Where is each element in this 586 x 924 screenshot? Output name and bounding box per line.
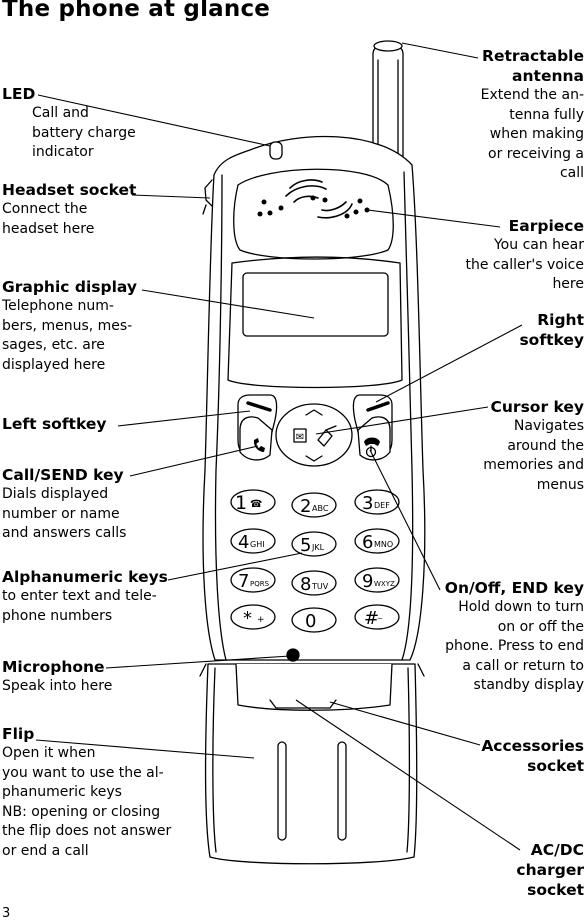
display-text: Telephone num- bers, menus, mes- sages, … <box>2 298 133 373</box>
acdc-charger-socket <box>269 699 337 709</box>
voicemail-icon: ✉ <box>293 428 307 443</box>
earpiece <box>233 168 394 260</box>
power-handset-icon <box>364 437 380 458</box>
svg-text:DEF: DEF <box>374 501 390 510</box>
key-4[interactable] <box>230 528 276 554</box>
svg-text:4: 4 <box>238 532 249 553</box>
headset-socket <box>204 179 213 207</box>
onoff-heading: On/Off, END key <box>444 579 584 597</box>
callout-cursor-key: Cursor key Navigates around the memories… <box>454 397 584 495</box>
svg-text:JKL: JKL <box>311 543 325 552</box>
keypad-labels: 1 ☎ 2 ABC 3 DEF 4 GHI 5 JKL 6 MNO 7 PQRS… <box>235 492 395 632</box>
flip[interactable] <box>204 663 418 865</box>
key-5[interactable] <box>291 531 337 557</box>
svg-text:+: + <box>257 615 265 625</box>
svg-text:2: 2 <box>300 496 311 517</box>
cursor-heading: Cursor key <box>490 398 584 416</box>
key-star[interactable] <box>230 604 276 630</box>
svg-text:☎: ☎ <box>250 499 262 510</box>
key-1[interactable] <box>230 489 276 515</box>
display-heading: Graphic display <box>2 278 137 296</box>
svg-text:TUV: TUV <box>311 582 329 591</box>
callout-graphic-display: Graphic display Telephone num- bers, men… <box>2 277 152 375</box>
callout-left-softkey: Left softkey <box>2 414 132 434</box>
svg-text:9: 9 <box>362 571 373 592</box>
svg-text:3: 3 <box>362 493 373 514</box>
microphone <box>286 648 300 662</box>
key-hash[interactable] <box>354 604 400 630</box>
call-send-text: Dials displayed number or name and answe… <box>2 486 127 541</box>
page-title: The phone at glance <box>2 0 271 22</box>
headset-heading: Headset socket <box>2 181 137 199</box>
svg-text:✉: ✉ <box>296 432 304 443</box>
onoff-text: Hold down to turn on or off the phone. P… <box>445 599 584 693</box>
svg-text:ABC: ABC <box>312 504 329 513</box>
callout-alphanumeric: Alphanumeric keys to enter text and tele… <box>2 567 177 626</box>
headset-text: Connect the headset here <box>2 201 95 237</box>
led-text: Call and battery charge indicator <box>2 104 142 163</box>
svg-text:0: 0 <box>305 611 316 632</box>
key-6[interactable] <box>354 528 400 554</box>
svg-text:⌣: ⌣ <box>377 614 383 624</box>
led-text-line: Call and battery charge indicator <box>32 105 136 160</box>
accessories-socket <box>235 663 393 711</box>
key-0[interactable] <box>291 607 337 633</box>
antenna-heading: Retractable antenna <box>482 47 584 85</box>
graphic-display <box>242 272 389 337</box>
microphone-heading: Microphone <box>2 658 105 676</box>
svg-text:7: 7 <box>238 571 249 592</box>
flip-text: Open it when you want to use the al- pha… <box>2 745 172 859</box>
svg-text:WXYZ: WXYZ <box>374 580 395 588</box>
leader-lines <box>35 42 523 851</box>
led-heading: LED <box>2 85 36 103</box>
svg-text:1: 1 <box>235 492 247 514</box>
accessories-heading: Accessories socket <box>481 737 584 775</box>
svg-text:6: 6 <box>362 532 373 553</box>
antenna-text: Extend the an- tenna fully when making o… <box>480 87 584 181</box>
callout-acdc: AC/DC charger socket <box>484 840 584 900</box>
flip-heading: Flip <box>2 725 35 743</box>
microphone-text: Speak into here <box>2 678 113 694</box>
svg-text:GHI: GHI <box>250 540 265 549</box>
page-number: 3 <box>2 906 11 921</box>
keypad <box>230 489 400 633</box>
cursor-key[interactable] <box>275 403 353 467</box>
callout-on-off-end: On/Off, END key Hold down to turn on or … <box>434 578 584 696</box>
svg-text:#: # <box>364 608 379 629</box>
callout-led: LED Call and battery charge indicator <box>2 84 142 163</box>
svg-text:5: 5 <box>300 535 311 556</box>
callout-antenna: Retractable antenna Extend the an- tenna… <box>444 46 584 184</box>
phone-handset-icon <box>253 438 265 452</box>
svg-text:PQRS: PQRS <box>250 580 270 588</box>
svg-text:*: * <box>243 608 252 629</box>
acdc-heading: AC/DC charger socket <box>516 841 584 899</box>
right-softkey-heading: Right softkey <box>519 311 584 349</box>
callout-accessories: Accessories socket <box>464 736 584 776</box>
alphanumeric-heading: Alphanumeric keys <box>2 568 168 586</box>
callout-call-send: Call/SEND key Dials displayed number or … <box>2 465 142 544</box>
call-send-heading: Call/SEND key <box>2 466 124 484</box>
cursor-text: Navigates around the memories and menus <box>483 418 584 493</box>
earpiece-text: You can hear the caller's voice here <box>465 237 585 292</box>
led <box>269 141 283 160</box>
key-3[interactable] <box>354 489 400 515</box>
svg-text:MNO: MNO <box>374 540 393 549</box>
callout-headset-socket: Headset socket Connect the headset here <box>2 180 142 239</box>
callout-microphone: Microphone Speak into here <box>2 657 132 697</box>
earpiece-heading: Earpiece <box>508 217 584 235</box>
key-9[interactable] <box>354 567 400 593</box>
callout-earpiece: Earpiece You can hear the caller's voice… <box>444 216 585 295</box>
key-8[interactable] <box>291 570 337 596</box>
alphanumeric-text: to enter text and tele- phone numbers <box>2 588 157 624</box>
callout-flip: Flip Open it when you want to use the al… <box>2 724 182 861</box>
svg-text:8: 8 <box>300 574 311 595</box>
key-2[interactable] <box>291 492 337 518</box>
left-softkey-heading: Left softkey <box>2 415 107 433</box>
key-7[interactable] <box>230 567 276 593</box>
callout-right-softkey: Right softkey <box>484 310 584 350</box>
